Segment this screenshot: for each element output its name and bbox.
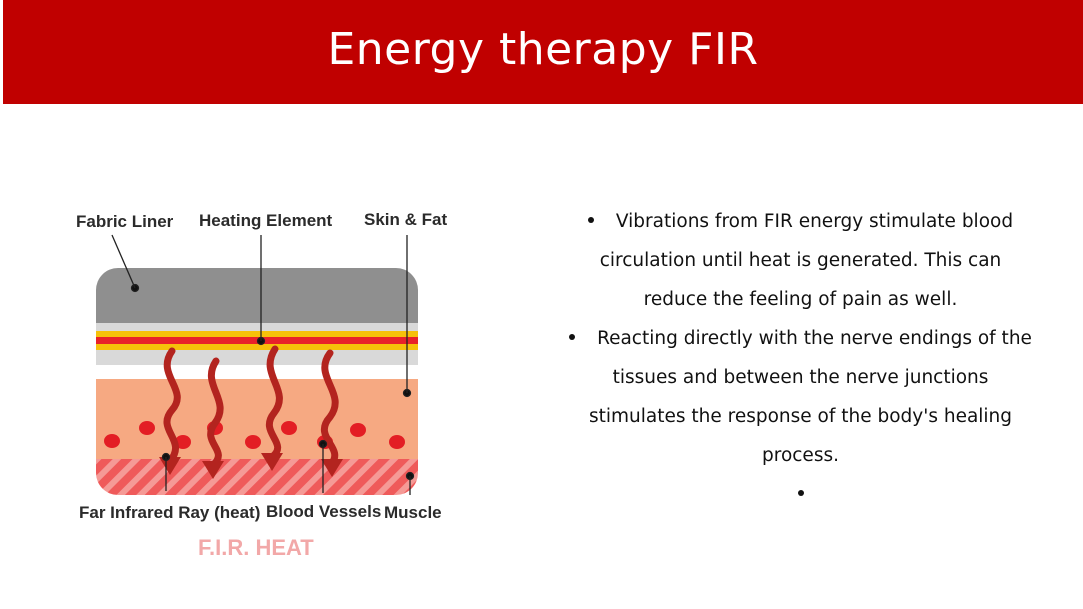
- leader-lines: [111, 234, 415, 495]
- label-heating-element: Heating Element: [199, 211, 333, 230]
- blood-cell: [104, 434, 120, 448]
- bullet-dot: [569, 334, 576, 340]
- label-blood-vessels: Blood Vessels: [266, 502, 381, 521]
- leader-line-fabric: [111, 234, 136, 289]
- fir-heat-caption: F.I.R. HEAT: [198, 535, 314, 560]
- wave-arrowhead: [261, 453, 283, 471]
- heat-wave: [207, 357, 224, 469]
- wave-arrowheads: [159, 453, 343, 479]
- diagram-svg: Fabric Liner Heating Element Skin & Fat: [76, 210, 447, 560]
- heat-wave: [163, 347, 181, 465]
- bullet-item: Vibrations from FIR energy stimulate blo…: [528, 202, 1073, 319]
- heat-wave: [320, 349, 339, 467]
- bullet-item-empty: [528, 475, 1073, 514]
- blood-cell: [350, 423, 366, 437]
- bullet-text: Reacting directly with the nerve endings…: [597, 328, 1032, 349]
- heating-gap-top: [96, 323, 418, 331]
- label-fabric-liner: Fabric Liner: [76, 212, 174, 231]
- page-title: Energy therapy FIR: [327, 23, 759, 75]
- blood-cell: [389, 435, 405, 449]
- wave-arrowhead: [321, 459, 343, 477]
- fir-layer-diagram: Fabric Liner Heating Element Skin & Fat: [60, 195, 460, 575]
- bullet-text: reduce the feeling of pain as well.: [643, 289, 958, 310]
- bullet-text: Vibrations from FIR energy stimulate blo…: [615, 211, 1014, 232]
- heat-wave: [265, 345, 283, 461]
- bullet-text: stimulates the response of the body's he…: [588, 406, 1013, 427]
- heating-yellow-stripe-bottom: [96, 344, 418, 350]
- bullet-list: Vibrations from FIR energy stimulate blo…: [528, 202, 1073, 514]
- heating-yellow-stripe-top: [96, 331, 418, 337]
- bullet-dot: [797, 490, 804, 496]
- heating-gap-bottom: [96, 350, 418, 365]
- blood-cell: [281, 421, 297, 435]
- fabric-liner-layer: [96, 268, 418, 323]
- blood-cell: [175, 435, 191, 449]
- wave-arrowhead: [202, 461, 224, 479]
- wave-arrowhead: [159, 457, 181, 475]
- blood-cell: [245, 435, 261, 449]
- white-gap: [96, 365, 418, 379]
- label-skin-fat: Skin & Fat: [364, 210, 447, 229]
- bullet-text: circulation until heat is generated. Thi…: [599, 250, 1002, 271]
- layer-stack: [96, 268, 418, 495]
- label-muscle: Muscle: [384, 503, 442, 522]
- heat-waves: [163, 345, 339, 469]
- blood-cell: [139, 421, 155, 435]
- muscle-layer: [96, 459, 418, 495]
- bullet-dot: [587, 217, 594, 223]
- title-bar: Energy therapy FIR: [3, 0, 1083, 104]
- bullet-item: Reacting directly with the nerve endings…: [528, 319, 1073, 475]
- label-far-infrared: Far Infrared Ray (heat): [79, 503, 260, 522]
- bullet-text: tissues and between the nerve junctions: [612, 367, 989, 388]
- bullet-text: process.: [762, 445, 839, 466]
